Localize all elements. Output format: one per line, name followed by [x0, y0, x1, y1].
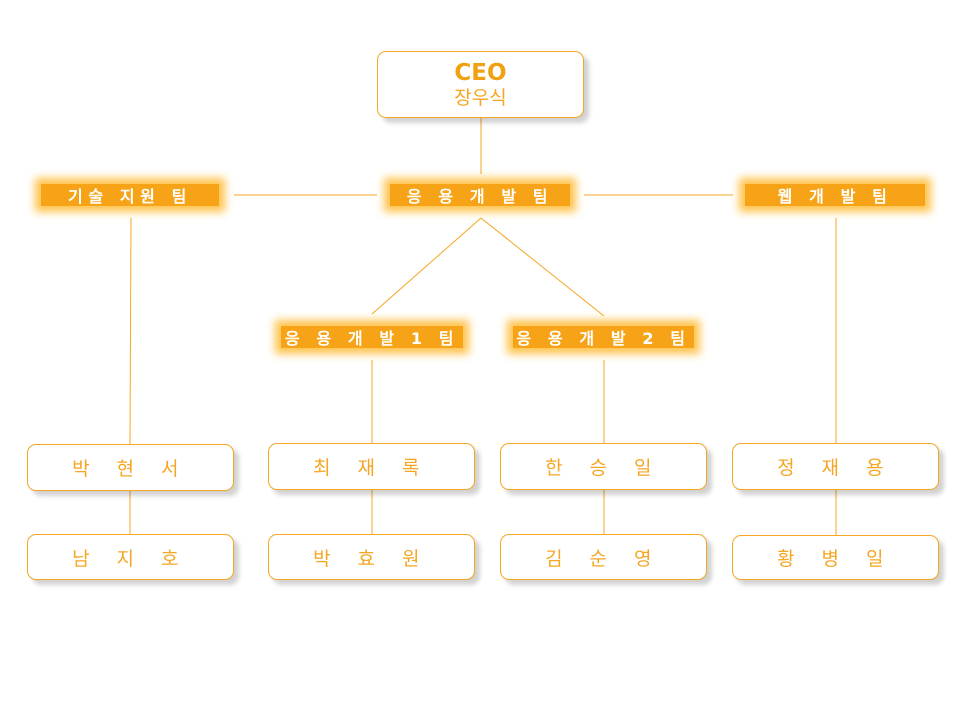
member-box: 한 승 일	[500, 443, 707, 490]
team-tech-support: 기술 지원 팀	[41, 184, 219, 206]
member-box: 박 현 서	[27, 444, 234, 491]
team-app-dev-1: 응 용 개 발 1 팀	[281, 326, 463, 348]
team-app-dev: 응 용 개 발 팀	[390, 184, 570, 206]
ceo-box: CEO 장우식	[377, 51, 584, 118]
connector-app-dev-1	[371, 217, 482, 315]
member-box: 김 순 영	[500, 534, 707, 580]
member-box: 최 재 록	[268, 443, 475, 490]
ceo-title: CEO	[454, 59, 507, 86]
ceo-name: 장우식	[454, 86, 507, 109]
member-box: 정 재 용	[732, 443, 939, 490]
member-box: 박 효 원	[268, 534, 475, 580]
team-web-dev: 웹 개 발 팀	[745, 184, 925, 206]
team-app-dev-2: 응 용 개 발 2 팀	[513, 326, 694, 348]
member-box: 황 병 일	[732, 535, 939, 580]
member-box: 남 지 호	[27, 534, 234, 580]
connector-app-dev-2	[480, 217, 605, 317]
connector-tech-members	[129, 217, 132, 445]
